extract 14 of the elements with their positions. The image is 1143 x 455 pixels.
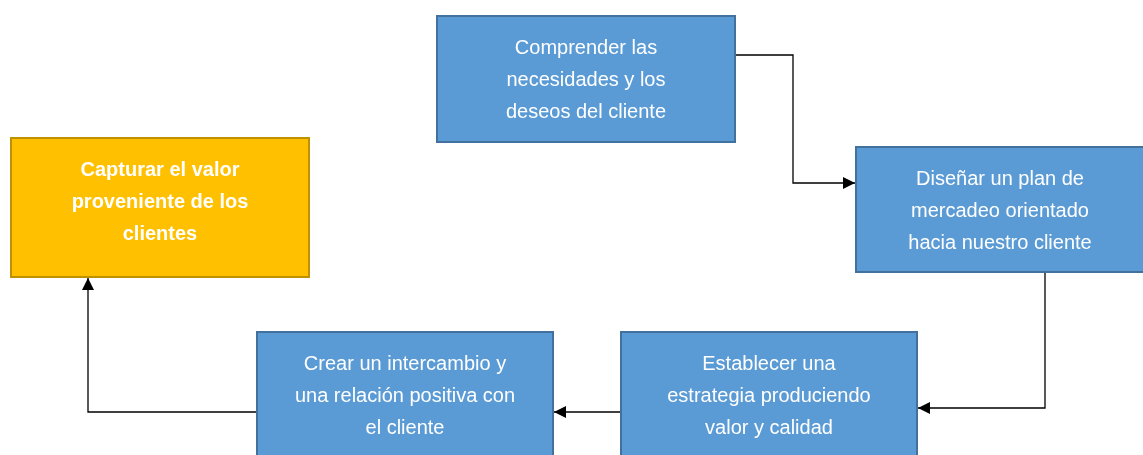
process-box xyxy=(855,146,1143,273)
process-box xyxy=(436,15,736,143)
arrow xyxy=(82,277,257,413)
box-text: Crear un intercambio y una relación positiva con el cliente xyxy=(293,351,517,440)
process-box xyxy=(620,331,918,455)
box-text: Establecer una estrategia produciendo valor y calidad xyxy=(666,351,872,440)
arrow xyxy=(553,406,621,418)
arrow xyxy=(917,272,1046,414)
box-text: Diseñar un plan de mercadeo orientado hacia nuestro cliente xyxy=(907,166,1093,255)
goal-box xyxy=(10,137,310,278)
arrow xyxy=(735,54,856,189)
box-text: Comprender las necesidades y los deseos del cliente xyxy=(504,35,668,124)
box-text: Capturar el valor proveniente de los clientes xyxy=(70,157,250,246)
process-box xyxy=(256,331,554,455)
